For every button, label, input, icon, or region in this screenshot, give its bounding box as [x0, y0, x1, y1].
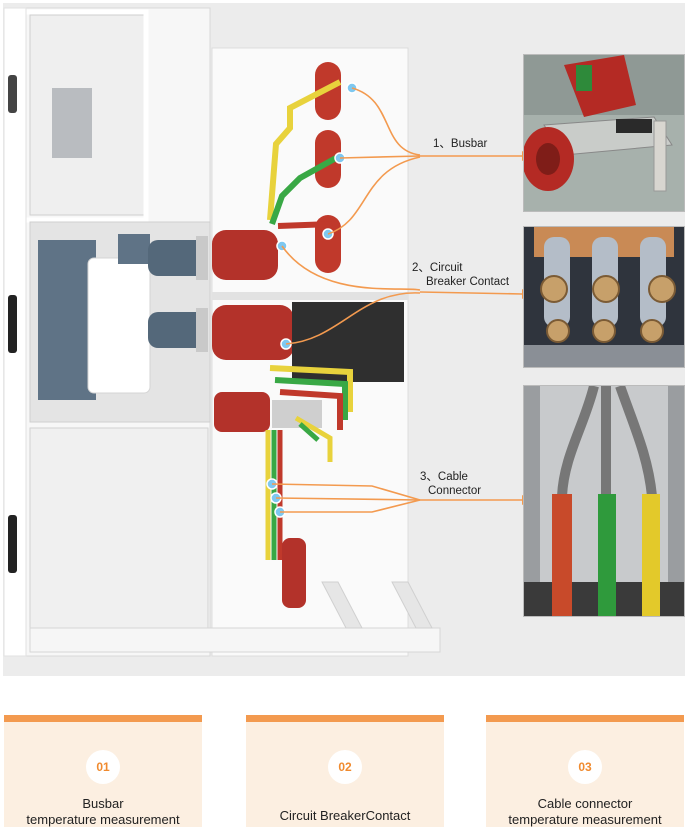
card-circuit-breaker-contact: 02 Circuit BreakerContact: [246, 715, 444, 827]
door-handle-bottom: [8, 515, 17, 573]
cable-connector-photo: [523, 385, 685, 617]
callout-circuit-breaker-contact: 2、Circuit Breaker Contact: [412, 262, 510, 288]
breaker-body: [38, 240, 96, 400]
contact-insulator-lower: [212, 305, 294, 360]
callout-number: 1: [433, 138, 440, 150]
card-cable-connector: 03 Cable connector temperature measureme…: [486, 715, 684, 827]
bottom-insulator: [282, 538, 306, 608]
callout-label: Breaker Contact: [426, 276, 510, 288]
callout-cable-connector: 3、Cable Connector: [420, 471, 482, 497]
switchgear-illustration: [3, 7, 531, 657]
callout-number: 2: [412, 262, 419, 274]
callout-label: Circuit: [429, 262, 463, 274]
card-number-badge: 03: [568, 750, 602, 784]
card-title: Cable connector temperature measurement: [508, 796, 662, 827]
callout-label: Connector: [428, 485, 482, 497]
breaker-arm-upper: [148, 240, 208, 276]
callout-label: Busbar: [450, 138, 488, 150]
card-title: Busbar temperature measurement: [26, 796, 180, 827]
busbar-photo: [523, 54, 685, 212]
surge-arrester-upper: [214, 392, 270, 432]
door-handle-middle: [8, 295, 17, 353]
leader-lines: [271, 87, 523, 513]
control-box: [52, 88, 92, 158]
door-handle-top: [8, 75, 17, 113]
callout-busbar: 1、Busbar: [433, 138, 488, 150]
circuit-breaker-contact-photo: [523, 226, 685, 368]
callout-number: 3: [420, 471, 427, 483]
contact-insulator-upper: [212, 230, 278, 280]
busbar-insulator-2: [315, 130, 341, 188]
busbar-yellow: [267, 79, 342, 221]
busbar-red: [277, 221, 333, 229]
card-title: Circuit BreakerContact: [279, 808, 411, 823]
card-busbar: 01 Busbar temperature measurement: [4, 715, 202, 827]
callout-label: Cable: [437, 471, 468, 483]
cabinet-base: [29, 627, 441, 653]
breaker-front: [87, 257, 151, 394]
busbar-insulator-3: [315, 215, 341, 273]
busbar-green: [269, 155, 338, 226]
lower-compartment: [29, 427, 209, 651]
card-number-badge: 01: [86, 750, 120, 784]
card-number-badge: 02: [328, 750, 362, 784]
breaker-arm-lower: [148, 312, 208, 348]
